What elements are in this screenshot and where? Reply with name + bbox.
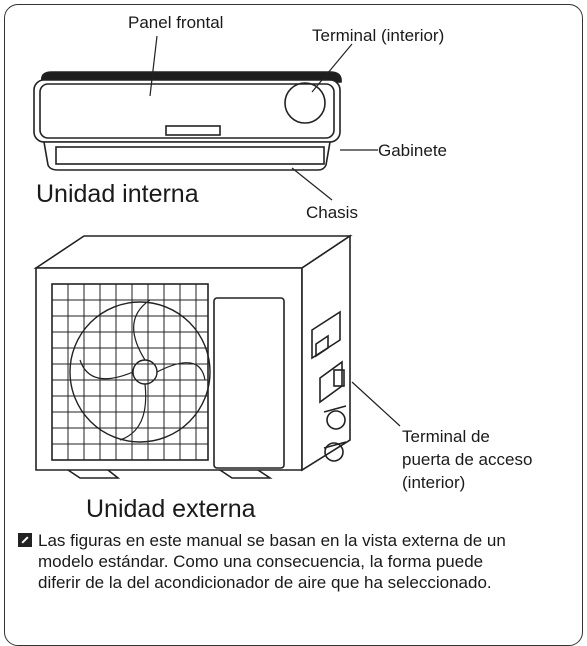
label-panel-frontal: Panel frontal: [128, 13, 224, 32]
pencil-note-icon: [18, 533, 32, 547]
footnote-text: Las figuras en este manual se basan en l…: [38, 531, 506, 592]
label-terminal-puerta-line1: Terminal de: [402, 427, 490, 446]
label-terminal-puerta-line2: puerta de acceso: [402, 450, 533, 469]
label-gabinete: Gabinete: [378, 141, 447, 160]
footnote: Las figuras en este manual se basan en l…: [18, 530, 518, 593]
title-unidad-externa: Unidad externa: [86, 495, 256, 523]
label-terminal-puerta-line3: (interior): [402, 473, 466, 492]
indoor-unit-drawing: [33, 35, 378, 201]
title-unidad-interna: Unidad interna: [36, 180, 199, 208]
air-conditioner-illustration: [33, 35, 401, 479]
label-chasis: Chasis: [306, 203, 358, 222]
label-terminal-interior: Terminal (interior): [312, 26, 445, 45]
outdoor-unit-drawing: [33, 234, 401, 479]
